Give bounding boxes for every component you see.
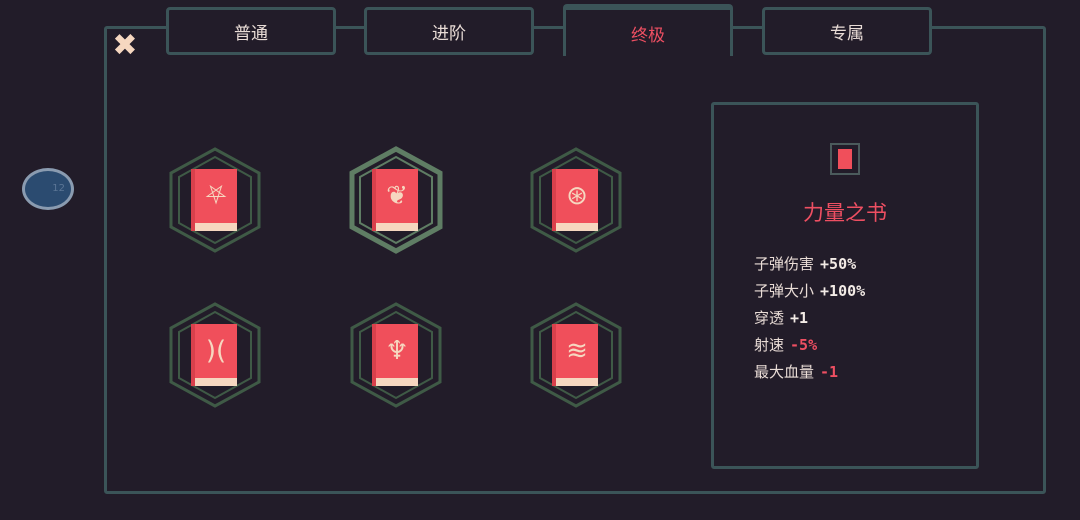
tab-normal[interactable]: 普通 bbox=[166, 7, 336, 55]
book-icon: )( bbox=[191, 324, 237, 386]
item-title: 力量之书 bbox=[803, 201, 887, 225]
hex-frame-icon bbox=[349, 146, 443, 254]
stat-label: 子弹伤害 bbox=[754, 255, 815, 273]
stat-row: 子弹大小 +100% bbox=[754, 278, 865, 305]
close-icon[interactable]: ✖ bbox=[112, 28, 138, 63]
item-slot[interactable]: ♆ bbox=[348, 300, 444, 410]
pentagram-icon: ⊛ bbox=[566, 181, 588, 211]
stat-label: 最大血量 bbox=[754, 363, 815, 381]
book-icon: ❦ bbox=[372, 169, 418, 231]
tab-advanced[interactable]: 进阶 bbox=[364, 7, 534, 55]
split-icon: )( bbox=[205, 336, 227, 366]
wind-icon: ≋ bbox=[566, 336, 588, 366]
flame-icon: ♆ bbox=[385, 336, 409, 366]
hex-frame-icon bbox=[530, 302, 622, 408]
stat-label: 射速 bbox=[754, 336, 785, 354]
item-slot[interactable]: )( bbox=[167, 300, 263, 410]
stat-label: 穿透 bbox=[754, 309, 785, 327]
book-icon: ≋ bbox=[552, 324, 598, 386]
hex-frame-icon bbox=[530, 147, 622, 253]
tab-ultimate[interactable]: 终极 bbox=[563, 4, 733, 56]
stat-list: 子弹伤害 +50% 子弹大小 +100% 穿透 +1 射速 -5% 最大血量 -1 bbox=[754, 251, 865, 386]
stat-row: 射速 -5% bbox=[754, 332, 865, 359]
side-level-badge[interactable]: 12 bbox=[22, 168, 74, 210]
stat-value: +1 bbox=[790, 309, 809, 327]
item-slot[interactable]: ≋ bbox=[528, 300, 624, 410]
hex-frame-icon bbox=[169, 147, 261, 253]
stat-row: 穿透 +1 bbox=[754, 305, 865, 332]
stat-value: +100% bbox=[820, 282, 866, 300]
stat-value: -5% bbox=[790, 336, 818, 354]
stat-value: +50% bbox=[820, 255, 857, 273]
book-icon: ♆ bbox=[372, 324, 418, 386]
item-slot[interactable]: ❦ bbox=[348, 145, 444, 255]
book-icon: ⛧ bbox=[191, 169, 237, 231]
item-thumbnail bbox=[830, 143, 860, 175]
stat-row: 最大血量 -1 bbox=[754, 359, 865, 386]
stat-row: 子弹伤害 +50% bbox=[754, 251, 865, 278]
stat-value: -1 bbox=[820, 363, 839, 381]
item-slot[interactable]: ⛧ bbox=[167, 145, 263, 255]
demon-face-icon: ⛧ bbox=[205, 181, 227, 211]
hex-frame-icon bbox=[350, 302, 442, 408]
tab-exclusive[interactable]: 专属 bbox=[762, 7, 932, 55]
leaf-icon: ❦ bbox=[386, 181, 408, 211]
book-icon: ⊛ bbox=[552, 169, 598, 231]
item-detail-panel: 力量之书 子弹伤害 +50% 子弹大小 +100% 穿透 +1 射速 -5% 最大血量-… bbox=[711, 102, 979, 469]
item-slot[interactable]: ⊛ bbox=[528, 145, 624, 255]
hex-frame-icon bbox=[169, 302, 261, 408]
stat-label: 子弹大小 bbox=[754, 282, 815, 300]
